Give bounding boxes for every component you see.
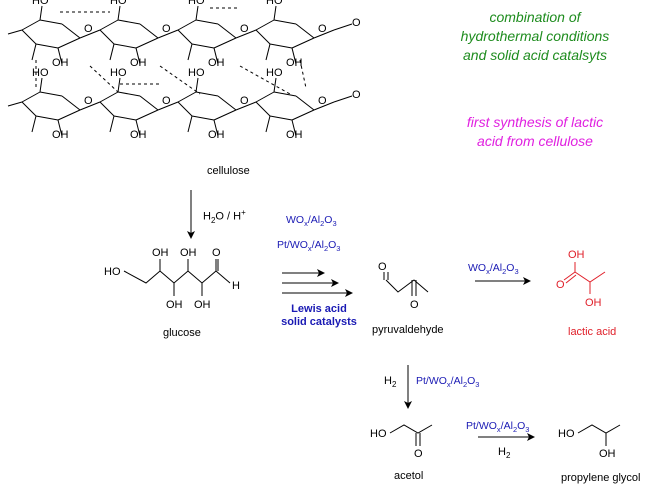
cellulose-atom: O bbox=[240, 95, 249, 107]
reagent-h2-2-h: H bbox=[498, 446, 506, 458]
glucose-atom-oh-1: OH bbox=[152, 247, 169, 259]
catalyst-pt-wox-al2o3-2: Pt/WOx/Al2O3 bbox=[416, 375, 480, 390]
reagent-h2o-sub: 2 bbox=[210, 215, 216, 225]
reagent-h2o-acid: H2O / H+ bbox=[203, 209, 246, 225]
pyruvaldehyde-atom-o-1: O bbox=[378, 261, 387, 273]
lactic-acid-atom-o: O bbox=[556, 279, 565, 291]
note-hydrothermal: combination of hydrothermal conditions a… bbox=[432, 8, 638, 65]
reagent-h2-1-sub: 2 bbox=[391, 380, 397, 390]
note-first-synthesis: first synthesis of lactic acid from cell… bbox=[440, 113, 630, 151]
cellulose-atom: O bbox=[318, 23, 327, 35]
cellulose-atom: O bbox=[240, 23, 249, 35]
catalyst-pt-wox-al2o3-3: Pt/WOx/Al2O3 bbox=[466, 420, 530, 435]
cellulose-atom: O bbox=[84, 23, 93, 35]
note-line-1: combination of bbox=[489, 9, 581, 25]
label-pyruvaldehyde: pyruvaldehyde bbox=[372, 324, 444, 336]
glucose-molecule bbox=[123, 259, 231, 296]
catalyst-wox-al2o3-1: WOx/Al2O3 bbox=[286, 214, 337, 229]
reagent-h-plus: + bbox=[241, 208, 246, 217]
propylene-glycol-molecule bbox=[577, 424, 621, 446]
cellulose-atom: OH bbox=[286, 57, 303, 69]
note-line-5: acid from cellulose bbox=[477, 133, 593, 149]
cellulose-atom: O bbox=[162, 23, 171, 35]
reagent-h2-2: H2 bbox=[498, 447, 510, 460]
cellulose-atom: HO bbox=[110, 67, 127, 79]
cellulose-atom: HO bbox=[32, 67, 49, 79]
catalyst-pt-wox-al2o3-1: Pt/WOx/Al2O3 bbox=[277, 239, 341, 254]
cellulose-atom: HO bbox=[266, 67, 283, 79]
cellulose-atom: O bbox=[162, 95, 171, 107]
lewis-line-2: solid catalysts bbox=[281, 316, 357, 328]
cellulose-atom: OH bbox=[286, 129, 303, 141]
cellulose-atom: HO bbox=[188, 67, 205, 79]
cellulose-atom: O bbox=[352, 17, 361, 29]
lewis-line-1: Lewis acid bbox=[291, 303, 347, 315]
glucose-atom-ho: HO bbox=[104, 266, 121, 278]
glucose-atom-h: H bbox=[232, 280, 240, 292]
note-line-4: first synthesis of lactic bbox=[466, 114, 604, 130]
lewis-acid-label: Lewis acid solid catalysts bbox=[264, 303, 374, 329]
lactic-acid-atom-oh-1: OH bbox=[568, 249, 585, 261]
note-line-3: and solid acid catalsyts bbox=[463, 47, 607, 63]
catalyst-wox-al2o3-2: WOx/Al2O3 bbox=[468, 262, 519, 277]
propylene-glycol-atom-oh: OH bbox=[599, 448, 616, 460]
acetol-atom-o: O bbox=[414, 448, 423, 460]
cellulose-atom: OH bbox=[130, 129, 147, 141]
label-cellulose: cellulose bbox=[207, 165, 250, 177]
glucose-atom-oh-3: OH bbox=[166, 299, 183, 311]
pyruvaldehyde-atom-o-2: O bbox=[410, 299, 419, 311]
glucose-atom-oh-4: OH bbox=[194, 299, 211, 311]
reagent-h2-2-sub: 2 bbox=[505, 451, 511, 461]
glucose-atom-oh-2: OH bbox=[180, 247, 197, 259]
cellulose-atom: OH bbox=[208, 57, 225, 69]
lactic-acid-molecule bbox=[563, 262, 606, 294]
reagent-h2-1-h: H bbox=[384, 375, 392, 387]
label-glucose: glucose bbox=[163, 327, 201, 339]
cellulose-atom: O bbox=[84, 95, 93, 107]
label-lactic-acid: lactic acid bbox=[568, 326, 617, 338]
propylene-glycol-atom-ho: HO bbox=[558, 428, 575, 440]
cellulose-atom: O bbox=[352, 89, 361, 101]
label-propylene-glycol: propylene glycol bbox=[561, 472, 641, 484]
cellulose-atom: OH bbox=[208, 129, 225, 141]
note-line-2: hydrothermal conditions bbox=[460, 28, 610, 44]
acetol-atom-ho: HO bbox=[370, 428, 387, 440]
reagent-h2o-rest: O / H bbox=[215, 210, 242, 223]
cellulose-atom: HO bbox=[266, 0, 283, 7]
pyruvaldehyde-molecule bbox=[383, 272, 429, 296]
label-acetol: acetol bbox=[394, 470, 424, 482]
glucose-atom-o: O bbox=[212, 247, 221, 259]
cellulose-atom: HO bbox=[188, 0, 205, 7]
cellulose-atom: O bbox=[318, 95, 327, 107]
cellulose-atom: HO bbox=[110, 0, 127, 7]
lactic-acid-atom-oh-2: OH bbox=[585, 297, 602, 309]
reagent-h2o-h: H bbox=[203, 210, 211, 223]
cellulose-atom: OH bbox=[52, 57, 69, 69]
cellulose-atom: HO bbox=[32, 0, 49, 7]
acetol-molecule bbox=[389, 424, 433, 446]
cellulose-atom: OH bbox=[130, 57, 147, 69]
cellulose-atom: OH bbox=[52, 129, 69, 141]
reagent-h2-1: H2 bbox=[384, 376, 396, 389]
